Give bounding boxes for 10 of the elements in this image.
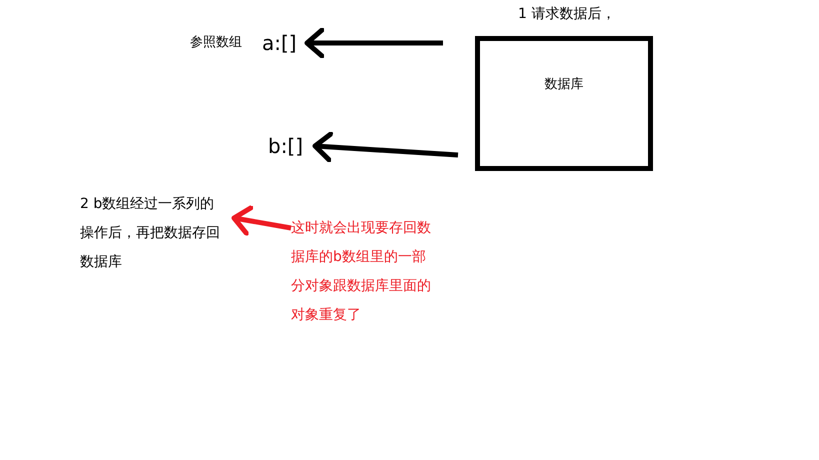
array-label: a:[] (262, 28, 304, 58)
arrow (232, 205, 292, 236)
arrow (304, 28, 443, 58)
array-label: b:[] (268, 131, 310, 161)
array-caption: 参照数组 (190, 34, 242, 52)
step-heading: 1 请求数据后， (518, 5, 616, 24)
box-label: 数据库 (544, 76, 584, 94)
arrow (312, 131, 458, 162)
note-text: 2 b数组经过一系列的操作后，再把数据存回数据库 (80, 190, 220, 280)
note-text: 这时就会出现要存回数据库的b数组里的一部分对象跟数据库里面的对象重复了 (291, 214, 435, 330)
